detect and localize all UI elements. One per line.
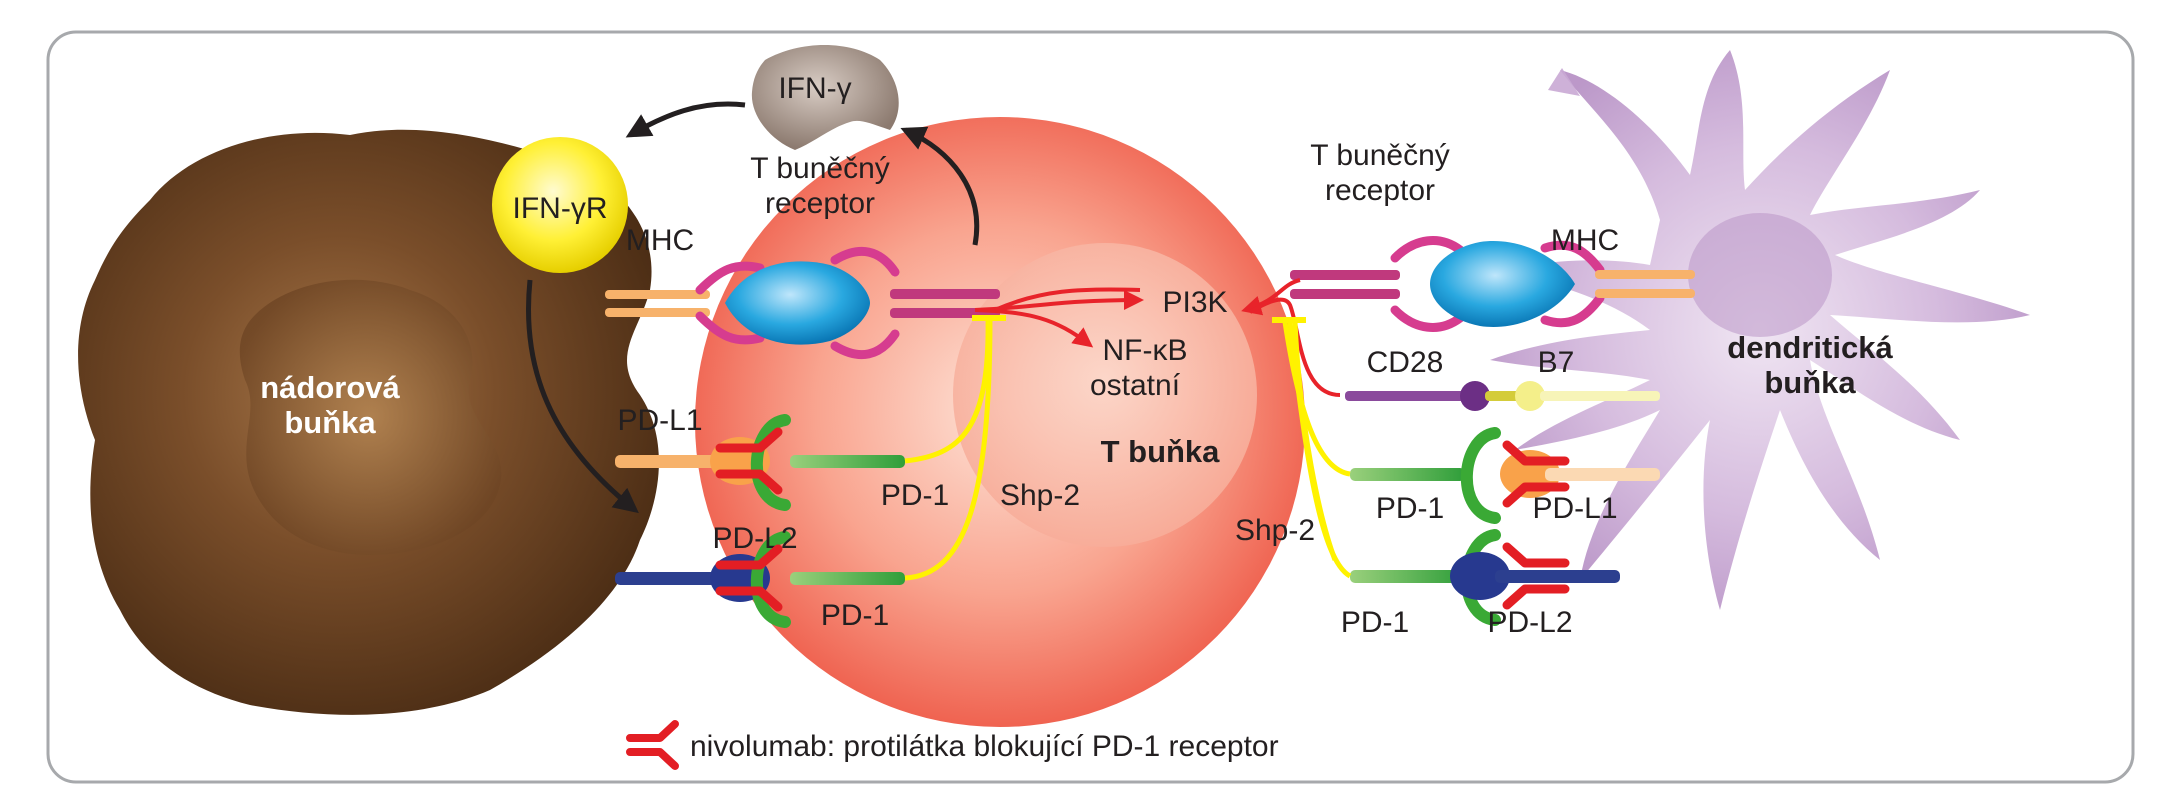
b7-label: B7: [1538, 346, 1575, 379]
tumor-cell-label-1: nádorová: [260, 370, 400, 405]
pdl2-left-label: PD-L2: [712, 522, 797, 555]
nivolumab-right-upper: [1502, 440, 1570, 508]
dendritic-cell-label-2: buňka: [1764, 365, 1856, 400]
tcr-signalling-right: [1241, 278, 1341, 397]
nivolumab-left-upper: [715, 427, 783, 495]
antibody-icon: [626, 720, 679, 770]
pd1-pdl2-right: PD-1 PD-L2: [1341, 529, 1620, 639]
pd1-right-upper-label: PD-1: [1376, 492, 1444, 525]
mhc-right-label: MHC: [1551, 224, 1619, 257]
arrow-receptor-to-pdl: [526, 279, 639, 514]
legend: nivolumab: protilátka blokující PD-1 rec…: [626, 720, 1279, 770]
legend-text: nivolumab: protilátka blokující PD-1 rec…: [690, 730, 1279, 763]
shp2-left-label: Shp-2: [1000, 479, 1080, 512]
tumor-cell-label-2: buňka: [284, 405, 376, 440]
arrow-tcell-to-ifn: [900, 126, 980, 246]
ifn-gamma-receptor: IFN-γR: [492, 137, 628, 273]
tcr-left-label-1: T buněčný: [750, 152, 890, 185]
ifn-gamma: IFN-γ: [751, 45, 899, 150]
nfkb-label: NF-κB: [1103, 334, 1188, 367]
tcr-right-label-1: T buněčný: [1310, 139, 1450, 172]
tcr-left-label-2: receptor: [765, 187, 875, 220]
mhc-left-label: MHC: [626, 224, 694, 257]
tcr-signalling-left: [974, 287, 1144, 348]
pi3k-label: PI3K: [1162, 286, 1227, 319]
tumor-cell: nádorová buňka: [78, 129, 659, 715]
mhc-tcr-left: MHC T buněčný receptor: [605, 152, 1000, 359]
pd1-left-upper-label: PD-1: [881, 479, 949, 512]
arrow-ifn-to-receptor: [625, 101, 746, 138]
nivolumab-right-lower: [1502, 542, 1570, 610]
mhc-tcr-right: T buněčný receptor MHC: [1290, 139, 1695, 332]
pdl1-right-label: PD-L1: [1532, 492, 1617, 525]
inhibition-right: [1272, 317, 1352, 579]
inhibition-left: [904, 315, 1006, 581]
cd28-b7: CD28 B7: [1345, 346, 1660, 411]
pd1-pdl1-right: PD-1 PD-L1: [1350, 427, 1660, 525]
ostatni-label: ostatní: [1090, 369, 1181, 402]
pd1-right-lower-label: PD-1: [1341, 606, 1409, 639]
pdl1-left-label: PD-L1: [617, 404, 702, 437]
ifn-gamma-label: IFN-γ: [778, 72, 851, 105]
nivolumab-left-lower: [715, 544, 783, 612]
pdl2-right-label: PD-L2: [1487, 606, 1572, 639]
ifn-gamma-receptor-label: IFN-γR: [513, 192, 608, 225]
t-cell-label: T buňka: [1101, 434, 1221, 469]
pd1-left-lower-label: PD-1: [821, 599, 889, 632]
cd28-label: CD28: [1367, 346, 1444, 379]
tcr-right-label-2: receptor: [1325, 174, 1435, 207]
dendritic-cell-label-1: dendritická: [1727, 330, 1893, 365]
shp2-right-label: Shp-2: [1235, 514, 1315, 547]
